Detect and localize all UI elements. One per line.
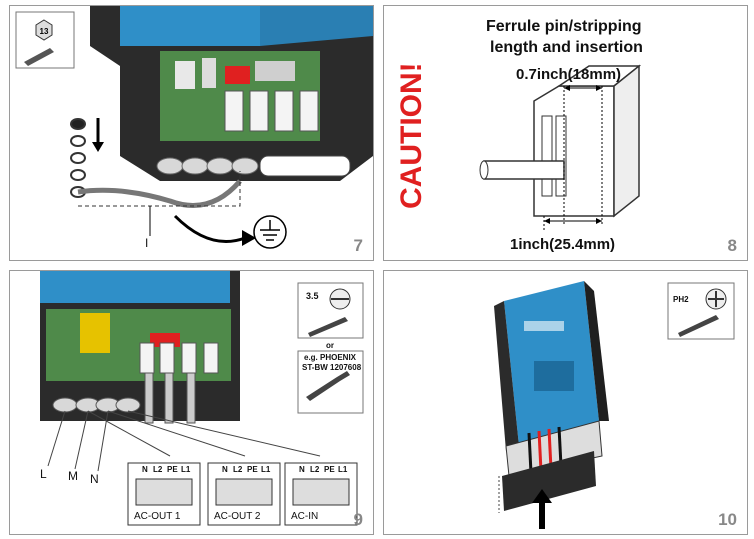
hex-socket-icon [35,19,53,41]
cable-gland [206,157,234,175]
phoenix-tool-icon [306,371,350,401]
panel-number: 7 [353,236,363,255]
wire-label-l: L [40,467,47,481]
connector-label-ac-in: AC-IN [291,511,319,522]
tool-icon-box [15,11,75,69]
ground-symbol-icon [253,215,287,249]
inverter-side [494,301,519,451]
cable-gland [231,157,259,175]
panel-number: 9 [353,510,363,529]
insert-length-label: 1inch(25.4mm) [510,236,616,253]
pin-l1: L1 [338,465,348,474]
inverter-blue-cover [120,6,260,46]
pin-l1: L1 [261,465,271,474]
panel-10: PH2 10 [383,270,748,535]
panel-9: 3.5 or e.g. PHOENIX ST-BW 1207608 L M N … [9,270,374,535]
wire-label: I [145,236,149,250]
pin-pe: PE [247,465,258,474]
ground-cable [77,179,242,208]
panel-7: 13 I 7 [9,5,374,261]
pin-n: N [299,465,305,474]
panel-7-illustration: 13 [15,6,373,249]
bottom-cover [502,451,596,511]
connector-ac-out-2 [207,462,281,526]
tool-size-label: PH2 [673,295,689,304]
caution-label: CAUTION! [395,62,428,209]
connector-ac-out-1 [127,462,201,526]
socket-wrench-icon [24,48,54,66]
strip-length-label: 0.7inch(18mm) [516,66,622,83]
tool-icon-box [297,282,364,339]
washer-icon [70,152,86,164]
pin-l2: L2 [153,465,163,474]
pin-pe: PE [167,465,178,474]
tool-icon-box [667,282,735,340]
cable-gland [156,157,184,175]
connector-label-ac-out-2: AC-OUT 2 [214,511,261,522]
cable-gland [181,157,209,175]
terminal-2 [249,90,269,132]
connector-label-ac-out-1: AC-OUT 1 [134,511,181,522]
relay-red [225,66,250,84]
nut-icon [70,118,86,130]
panel-10-illustration [494,281,735,529]
cable-gland [52,397,78,413]
curved-arrow-icon [242,230,256,246]
wire-label-m: M [68,469,78,483]
inverter-blue-cover [40,271,230,303]
pin-n: N [142,465,148,474]
ferrule-title-line2: length and insertion [490,39,643,56]
wire [483,160,565,180]
terminal-1 [224,90,244,132]
pin-pe: PE [324,465,335,474]
terminal-3 [274,90,294,132]
up-arrow-icon [532,489,552,503]
washer-icon [70,169,86,181]
screwdriver-icon [678,315,719,337]
washer-icon [70,135,86,147]
tool-size-label: 13 [40,27,49,36]
pin-l2: L2 [233,465,243,474]
panel-number: 10 [718,510,737,529]
cable-gland [115,397,141,413]
down-arrow-icon [92,142,104,152]
ferrule-title-line1: Ferrule pin/stripping [486,18,642,35]
pin-l1: L1 [181,465,191,474]
connector-ac-in [284,462,358,526]
tool-alt-line1: e.g. PHOENIX [304,353,357,362]
panel-number: 8 [727,236,737,255]
ferrule-illustration [479,64,642,231]
wire-label-n: N [90,472,99,486]
tool-alt-line2: ST-BW 1207608 [302,363,362,372]
pcb-board [46,309,231,381]
tool-or-label: or [326,341,334,350]
pin-l2: L2 [310,465,320,474]
tool-size-label: 3.5 [306,291,319,301]
terminal-4 [299,90,319,132]
screwdriver-icon [308,317,348,337]
pin-n: N [222,465,228,474]
panel-9-illustration [40,271,364,526]
panel-8: Ferrule pin/stripping length and inserti… [383,5,748,261]
